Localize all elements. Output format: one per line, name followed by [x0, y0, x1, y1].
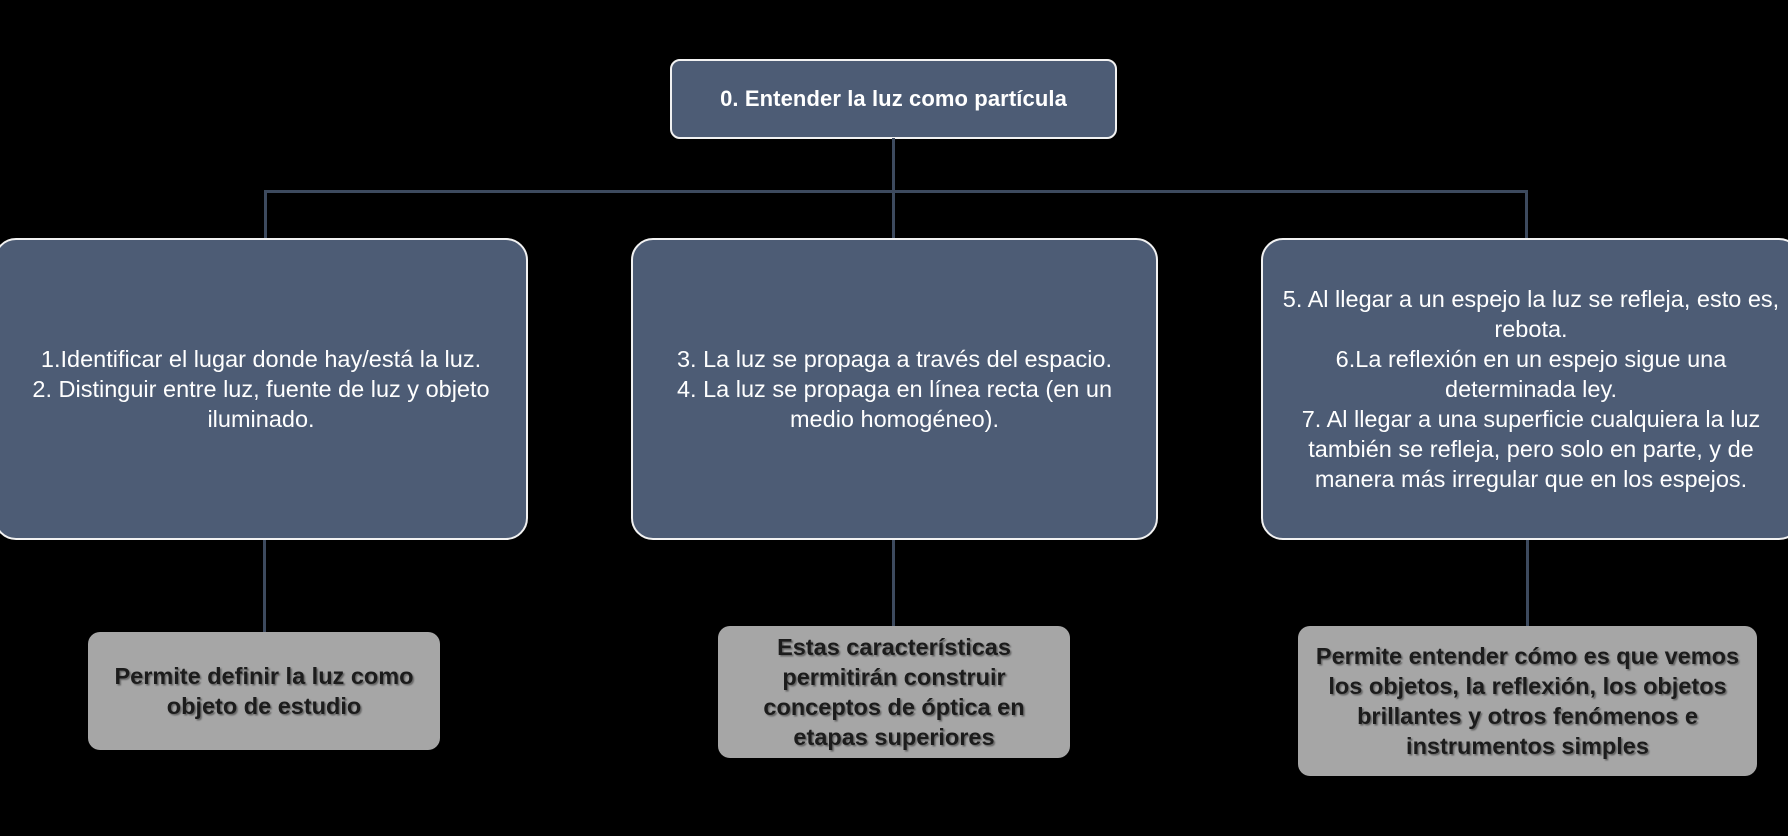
- branch-node-3-line-1: 5. Al llegar a un espejo la luz se refle…: [1282, 285, 1780, 342]
- connector-branch-2-to-outcome-2: [892, 540, 895, 628]
- branch-node-2[interactable]: 3. La luz se propaga a través del espaci…: [631, 238, 1158, 540]
- connector-drop-branch-1: [264, 190, 267, 240]
- outcome-node-1[interactable]: Permite definir la luz como objeto de es…: [88, 632, 440, 750]
- connector-drop-branch-3: [1525, 190, 1528, 240]
- connector-root-stem: [892, 138, 895, 192]
- branch-node-1[interactable]: 1.Identificar el lugar donde hay/está la…: [0, 238, 528, 540]
- root-node-label: 0. Entender la luz como partícula: [720, 86, 1067, 111]
- branch-node-1-line-2: 2. Distinguir entre luz, fuente de luz y…: [32, 375, 490, 433]
- outcome-node-3[interactable]: Permite entender cómo es que vemos los o…: [1298, 626, 1757, 776]
- connector-branch-1-to-outcome-1: [263, 540, 266, 634]
- branch-node-2-line-2: 4. La luz se propaga en línea recta (en …: [676, 375, 1113, 433]
- connector-drop-branch-2: [892, 190, 895, 240]
- outcome-node-1-label: Permite definir la luz como objeto de es…: [114, 662, 414, 719]
- branch-node-3-body: 5. Al llegar a un espejo la luz se refle…: [1263, 284, 1788, 495]
- branch-node-3-line-2: 6.La reflexión en un espejo sigue una de…: [1335, 345, 1727, 402]
- outcome-node-2[interactable]: Estas características permitirán constru…: [718, 626, 1070, 758]
- branch-node-3-line-3: 7. Al llegar a una superficie cualquiera…: [1301, 406, 1761, 493]
- connector-branch-3-to-outcome-3: [1526, 540, 1529, 628]
- root-node[interactable]: 0. Entender la luz como partícula: [670, 59, 1117, 139]
- branch-node-3[interactable]: 5. Al llegar a un espejo la luz se refle…: [1261, 238, 1788, 540]
- outcome-node-3-label: Permite entender cómo es que vemos los o…: [1315, 642, 1740, 760]
- branch-node-1-line-1: 1.Identificar el lugar donde hay/está la…: [40, 345, 482, 372]
- outcome-node-2-label: Estas características permitirán constru…: [763, 633, 1025, 751]
- branch-node-1-body: 1.Identificar el lugar donde hay/está la…: [0, 344, 526, 434]
- branch-node-2-body: 3. La luz se propaga a través del espaci…: [633, 344, 1156, 434]
- branch-node-2-line-1: 3. La luz se propaga a través del espaci…: [676, 345, 1113, 372]
- connector-horizontal-bus: [264, 190, 1528, 193]
